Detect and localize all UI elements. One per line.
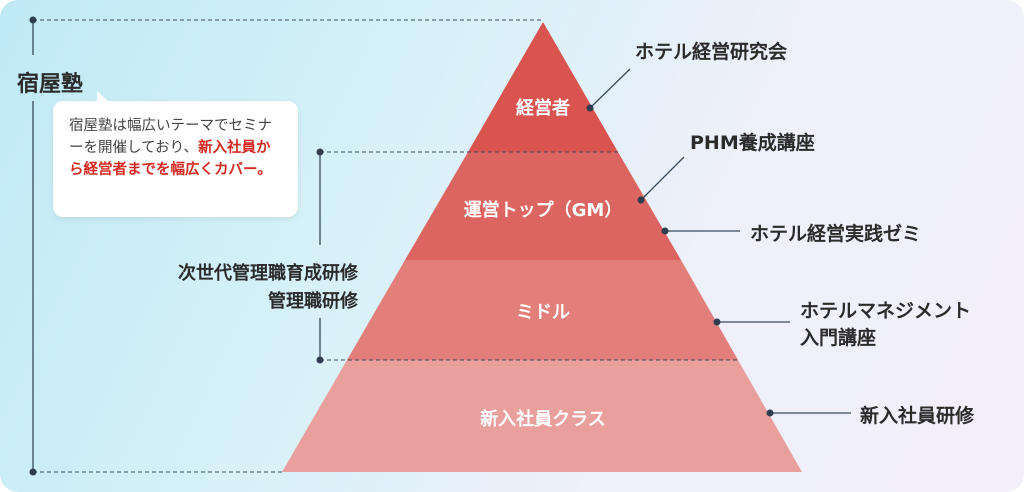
connector-dot — [661, 227, 669, 235]
layer-label-executive: 経営者 — [516, 98, 570, 119]
school-label: 宿屋塾 — [17, 72, 84, 97]
guide-dot — [316, 356, 324, 364]
layer-label-middle: ミドル — [516, 302, 570, 323]
connector-dot — [766, 409, 774, 417]
guide-dot — [29, 468, 37, 476]
program-phm: PHM養成講座 — [690, 132, 815, 154]
guide-dot — [316, 148, 324, 156]
connector-dot — [713, 318, 721, 326]
pyramid-layer-executive — [468, 22, 618, 152]
callout-text: 宿屋塾は幅広いテーマでセミナーを開催しており、 — [69, 118, 272, 156]
pyramid-layer-gm — [405, 152, 681, 260]
program-practice-seminar: ホテル経営実践ゼミ — [750, 223, 922, 245]
bracket-label-next-gen: 次世代管理職育成研修 — [178, 263, 358, 284]
pyramid-layer-newhire — [282, 360, 802, 472]
callout-highlight: 新入社員から経営者までを幅広くカバー。 — [69, 140, 272, 178]
pyramid-layer-middle — [347, 260, 738, 360]
guide-dot — [29, 16, 37, 24]
layer-label-newhire: 新入社員クラス — [480, 409, 606, 430]
connector-line — [640, 156, 685, 201]
callout-bubble: 宿屋塾は幅広いテーマでセミナーを開催しており、新入社員から経営者までを幅広くカバ… — [53, 91, 298, 217]
program-intro-line2: 入門講座 — [800, 327, 877, 349]
connector-line — [589, 68, 631, 109]
connector-dot — [586, 104, 594, 112]
layer-label-gm: 運営トップ（GM） — [463, 200, 623, 221]
program-hotel-management-study: ホテル経営研究会 — [635, 41, 788, 63]
bracket-label-managers: 管理職研修 — [268, 291, 358, 312]
program-newhire-training: 新入社員研修 — [860, 405, 975, 427]
program-intro-line1: ホテルマネジメント — [800, 300, 972, 322]
connector-dot — [637, 196, 645, 204]
